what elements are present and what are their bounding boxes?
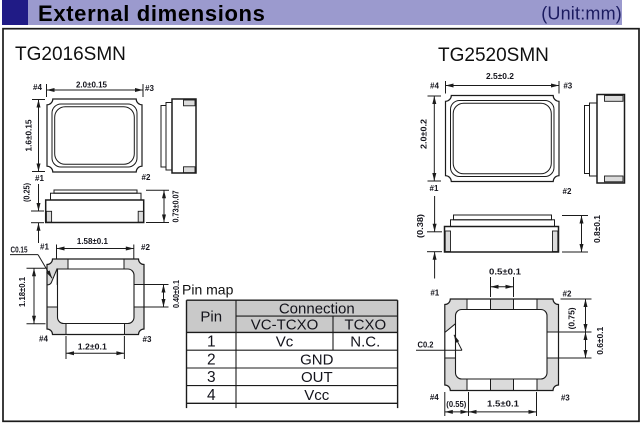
- svg-text:#2: #2: [142, 173, 151, 182]
- svg-text:1.18±0.1: 1.18±0.1: [17, 277, 27, 307]
- svg-text:2.0±0.2: 2.0±0.2: [419, 119, 429, 149]
- svg-text:#4: #4: [430, 393, 439, 402]
- svg-text:1.6±0.15: 1.6±0.15: [24, 119, 34, 151]
- svg-text:3: 3: [207, 369, 216, 386]
- svg-text:#1: #1: [430, 289, 439, 298]
- svg-text:(0.75): (0.75): [567, 307, 577, 329]
- svg-text:Vcc: Vcc: [304, 387, 330, 404]
- svg-text:4: 4: [207, 387, 216, 404]
- svg-text:#1: #1: [35, 174, 44, 183]
- svg-text:2.5±0.2: 2.5±0.2: [486, 71, 514, 81]
- svg-text:#4: #4: [39, 335, 48, 344]
- svg-text:1.2±0.1: 1.2±0.1: [78, 342, 107, 352]
- svg-text:2.0±0.15: 2.0±0.15: [76, 80, 107, 90]
- svg-text:GND: GND: [300, 352, 334, 369]
- svg-text:#2: #2: [141, 243, 150, 252]
- svg-text:#3: #3: [561, 394, 570, 403]
- svg-text:(0.38): (0.38): [415, 214, 425, 238]
- svg-text:#1: #1: [40, 243, 49, 252]
- svg-text:(0.55): (0.55): [446, 400, 466, 409]
- svg-text:Pin: Pin: [200, 309, 222, 326]
- svg-text:0.5±0.1: 0.5±0.1: [489, 267, 521, 277]
- svg-text:#3: #3: [145, 84, 154, 93]
- svg-text:0.8±0.1: 0.8±0.1: [592, 215, 602, 243]
- svg-text:#4: #4: [33, 83, 42, 92]
- svg-text:0.6±0.1: 0.6±0.1: [595, 327, 605, 355]
- svg-text:1: 1: [207, 334, 216, 351]
- svg-text:#1: #1: [430, 184, 439, 193]
- svg-text:Vc: Vc: [276, 334, 294, 351]
- svg-text:TG2520SMN: TG2520SMN: [438, 45, 549, 66]
- svg-text:0.73±0.07: 0.73±0.07: [171, 190, 181, 222]
- svg-text:C0.2: C0.2: [418, 341, 435, 350]
- svg-text:N.C.: N.C.: [350, 334, 380, 351]
- svg-text:#2: #2: [563, 290, 572, 299]
- svg-text:#3: #3: [143, 335, 152, 344]
- svg-text:TG2016SMN: TG2016SMN: [15, 44, 126, 65]
- svg-text:C0.15: C0.15: [11, 246, 28, 255]
- svg-text:Pin map: Pin map: [182, 282, 234, 298]
- svg-text:(Unit:mm): (Unit:mm): [541, 4, 622, 24]
- svg-text:Connection: Connection: [279, 300, 355, 317]
- svg-text:#3: #3: [563, 82, 572, 91]
- svg-text:0.40±0.1: 0.40±0.1: [171, 280, 181, 308]
- svg-text:(0.25): (0.25): [22, 183, 32, 202]
- svg-text:#2: #2: [563, 187, 572, 196]
- svg-text:VC-TCXO: VC-TCXO: [251, 316, 319, 333]
- svg-text:1.58±0.1: 1.58±0.1: [77, 236, 108, 246]
- svg-text:OUT: OUT: [301, 369, 333, 386]
- svg-text:#4: #4: [430, 82, 439, 91]
- svg-text:1.5±0.1: 1.5±0.1: [487, 399, 519, 409]
- svg-text:TCXO: TCXO: [344, 316, 386, 333]
- svg-text:External dimensions: External dimensions: [38, 1, 266, 26]
- svg-text:2: 2: [207, 352, 216, 369]
